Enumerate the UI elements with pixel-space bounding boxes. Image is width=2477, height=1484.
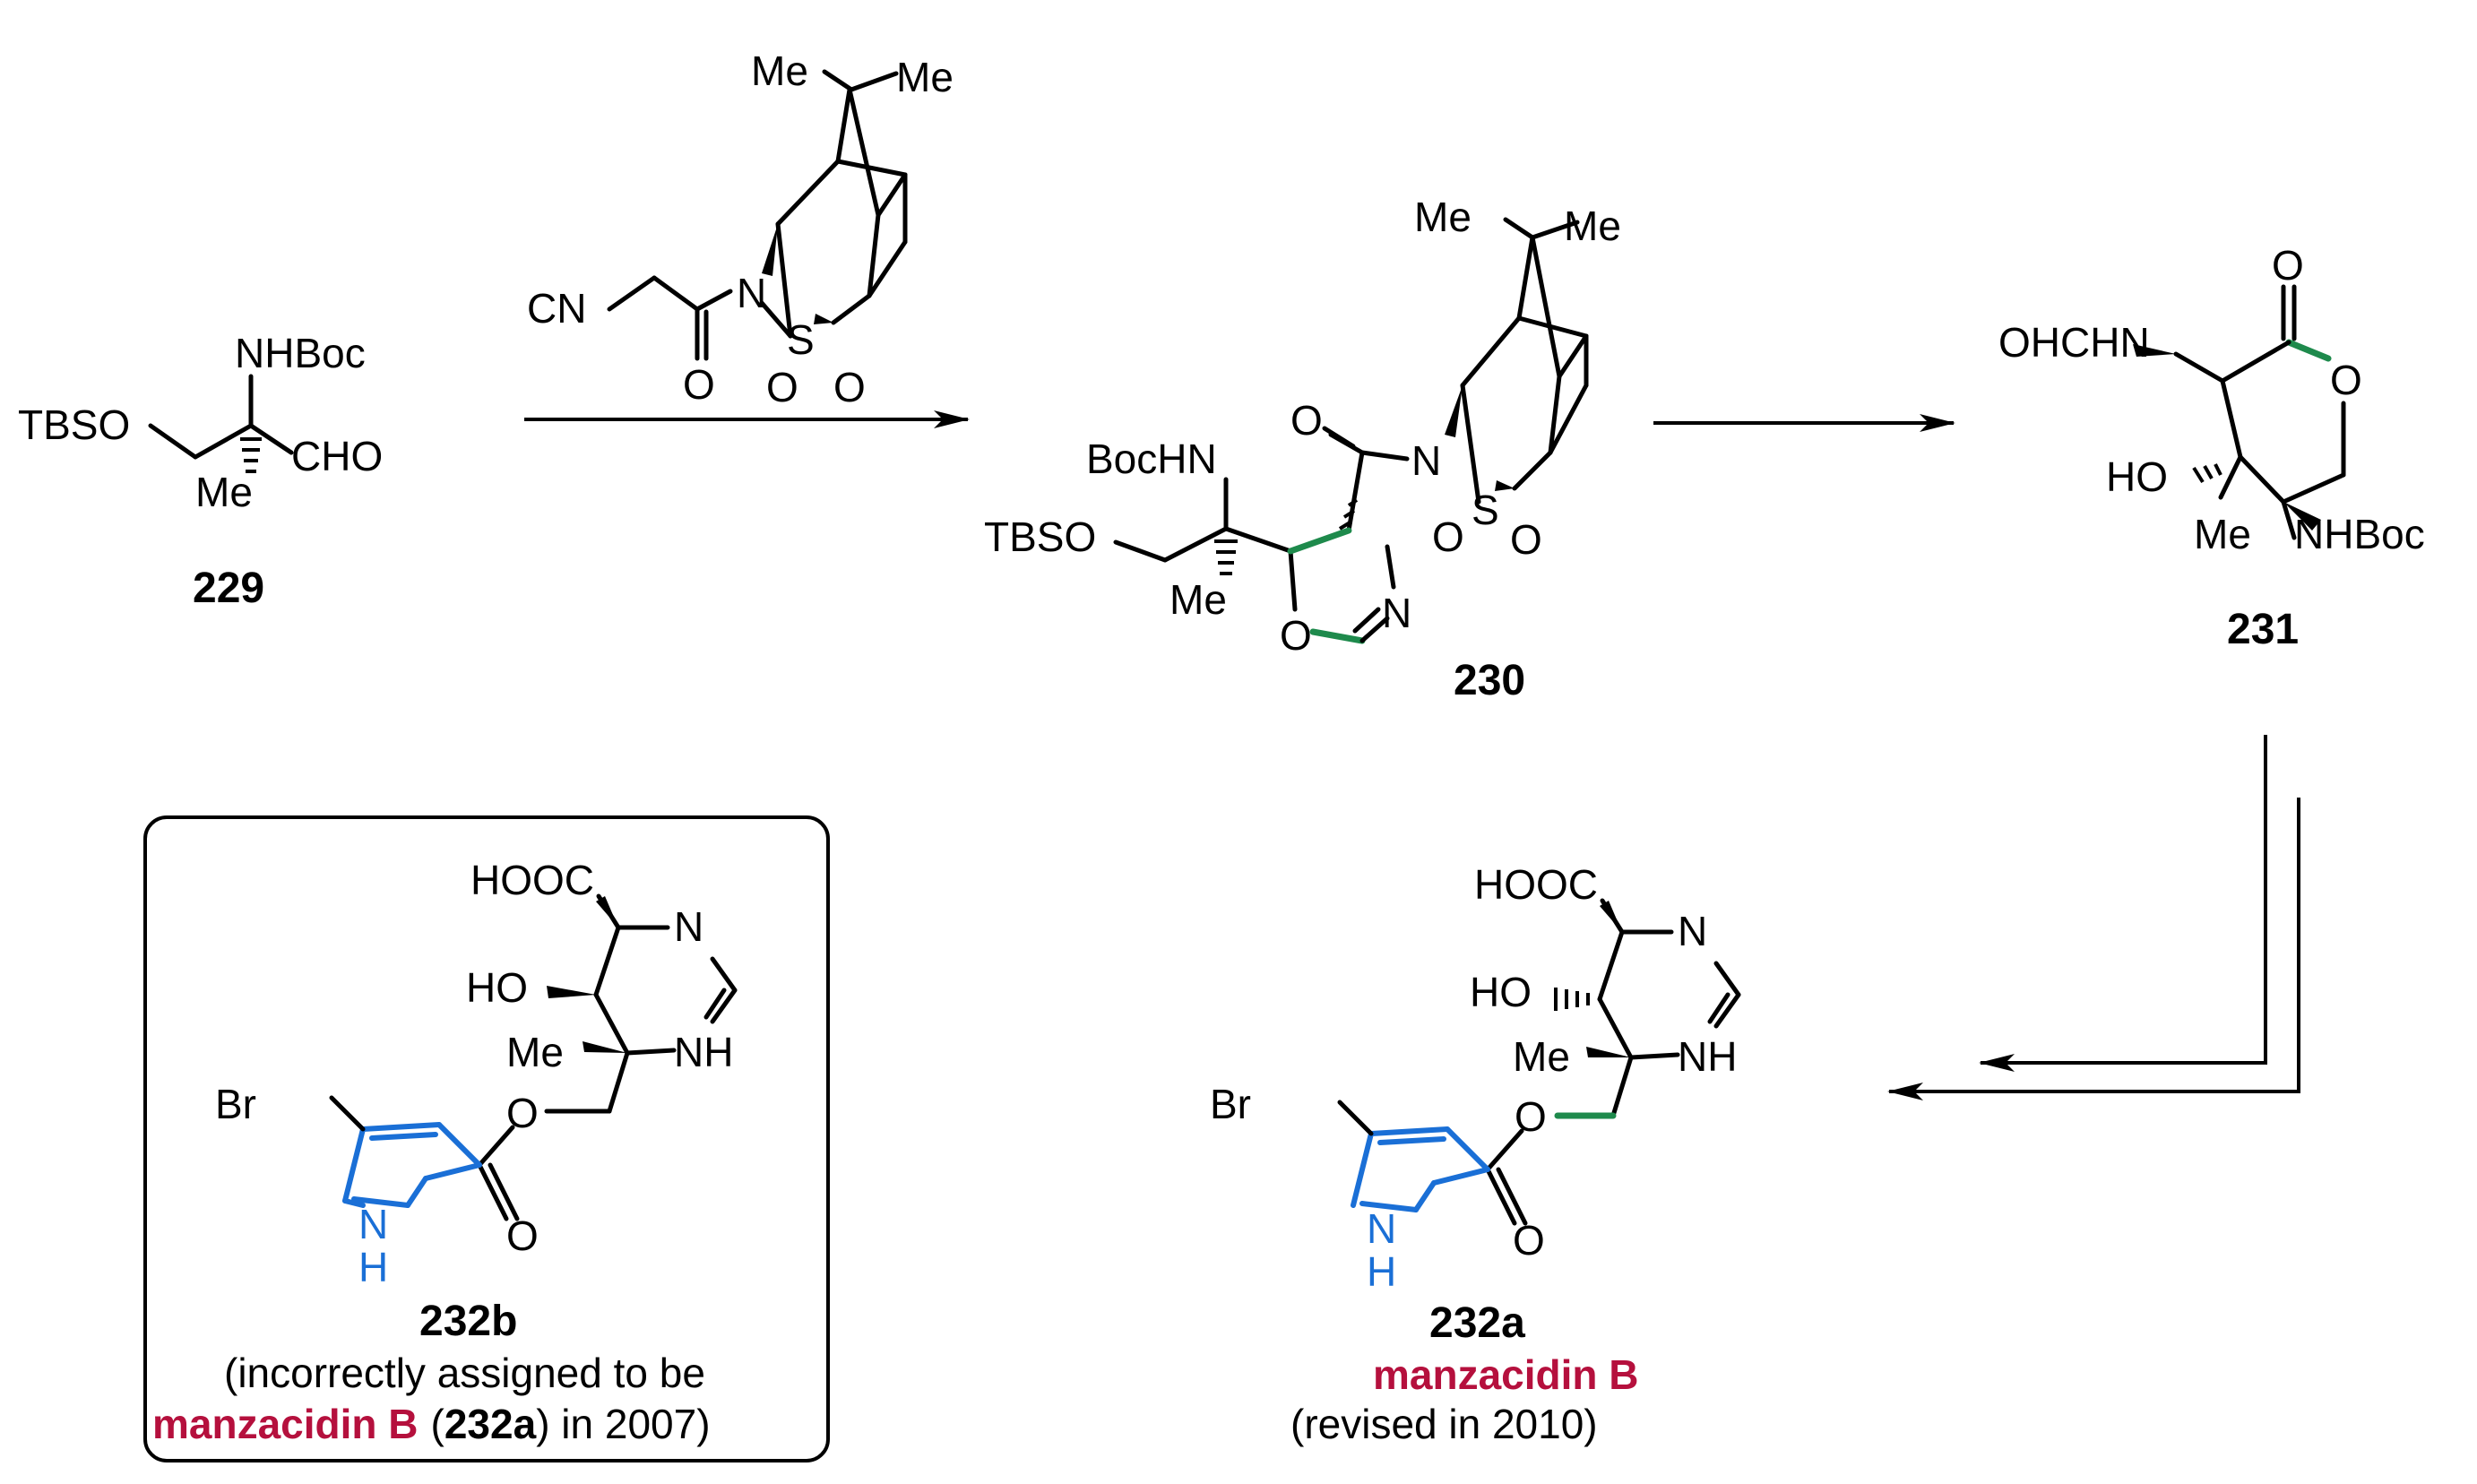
n-oxazoline-label: N xyxy=(1382,590,1411,636)
me-label: Me xyxy=(2194,511,2251,557)
me-label-2: Me xyxy=(1564,203,1621,249)
n-label: N xyxy=(737,270,766,316)
o-oxazoline-label: O xyxy=(1280,612,1312,659)
o-label-1: O xyxy=(683,361,715,408)
o-ester-label: O xyxy=(1515,1093,1547,1140)
n-label: N xyxy=(1411,437,1441,484)
me-label-1: Me xyxy=(751,47,808,94)
o-top-label: O xyxy=(2272,242,2304,289)
nh-pyrrole-h: H xyxy=(1367,1248,1396,1295)
ho-label: HO xyxy=(466,964,528,1011)
compound-label-232b: 232b xyxy=(419,1298,517,1345)
s-label: S xyxy=(1472,487,1499,533)
me-label: Me xyxy=(506,1029,564,1075)
o-carbonyl-label: O xyxy=(506,1212,539,1259)
compound-label-230: 230 xyxy=(1454,657,1525,704)
compound-label-229: 229 xyxy=(193,565,264,612)
me-label-2: Me xyxy=(896,54,954,100)
ho-label: HO xyxy=(2106,453,2168,500)
caption-open-paren: ( xyxy=(431,1401,445,1447)
manzacidin-b-name: manzacidin B xyxy=(1373,1351,1639,1398)
hooc-label: HOOC xyxy=(1474,861,1598,908)
o-ring-label: O xyxy=(2330,357,2362,403)
new-bond-230-b xyxy=(1309,628,1366,644)
compound-231: OHCHN O O HO Me NHBoc 231 xyxy=(1998,242,2425,653)
nh-pyrrole-h: H xyxy=(358,1244,388,1290)
tbso-label: TBSO xyxy=(984,513,1096,560)
me-label: Me xyxy=(1169,576,1227,623)
incorrect-assignment-box xyxy=(143,815,830,1462)
o-carbonyl-label: O xyxy=(1290,397,1323,444)
compound-232a: HOOC N HO Me NH Br O O N H 232a manzacid… xyxy=(1210,861,1741,1447)
me-label-1: Me xyxy=(1414,194,1472,240)
cn-label: CN xyxy=(527,285,586,332)
nh-pyrrole-n: N xyxy=(358,1201,388,1247)
o-label-1: O xyxy=(1432,513,1464,560)
nh-label: NH xyxy=(674,1029,733,1075)
n-label: N xyxy=(674,903,703,950)
o-carbonyl-label: O xyxy=(1513,1217,1545,1264)
caption-ref-232a: 232a xyxy=(444,1401,537,1447)
nhboc-label: NHBoc xyxy=(2294,511,2425,557)
caption-2007: ) in 2007) xyxy=(536,1401,710,1447)
reagent-sultam: CN Me Me N S O O O xyxy=(527,47,954,410)
manzacidin-b-name: manzacidin B xyxy=(152,1401,419,1447)
caption-2007-line: manzacidin B (232a) in 2007) xyxy=(152,1401,711,1447)
s-label: S xyxy=(787,316,815,363)
ohchn-label: OHCHN xyxy=(1998,319,2150,366)
compound-label-231: 231 xyxy=(2227,606,2299,653)
nh-pyrrole-n: N xyxy=(1367,1205,1396,1252)
nhboc-label: NHBoc xyxy=(235,330,366,376)
cho-label: CHO xyxy=(291,433,383,479)
compound-label-232a: 232a xyxy=(1429,1299,1525,1347)
compound-229: TBSO NHBoc CHO Me 229 xyxy=(18,330,383,612)
me-label: Me xyxy=(195,469,253,515)
me-label: Me xyxy=(1513,1033,1570,1080)
hooc-label: HOOC xyxy=(470,857,594,903)
tbso-label: TBSO xyxy=(18,401,130,448)
o-label-2: O xyxy=(766,364,798,410)
new-bond-230-a xyxy=(1287,527,1352,555)
compound-230: BocHN TBSO Me Me Me O N S O O N O 230 xyxy=(984,194,1621,704)
bochn-label: BocHN xyxy=(1086,436,1217,482)
new-bond-231 xyxy=(2285,339,2332,362)
reaction-arrow-3-double-outer xyxy=(1887,798,2300,1100)
caption-incorrect: (incorrectly assigned to be xyxy=(224,1350,705,1396)
compound-232b: HOOC N HO Me NH Br O O N H 232b (incorre… xyxy=(152,857,738,1447)
br-label: Br xyxy=(215,1081,256,1127)
reaction-arrow-3-double xyxy=(1979,735,2267,1072)
br-label: Br xyxy=(1210,1081,1251,1127)
nh-label: NH xyxy=(1678,1033,1737,1080)
ho-label: HO xyxy=(1470,969,1532,1015)
o-label-3: O xyxy=(833,364,866,410)
n-label: N xyxy=(1678,908,1707,954)
o-ester-label: O xyxy=(506,1090,539,1136)
o-label-2: O xyxy=(1510,516,1542,563)
caption-revised: (revised in 2010) xyxy=(1290,1401,1598,1447)
